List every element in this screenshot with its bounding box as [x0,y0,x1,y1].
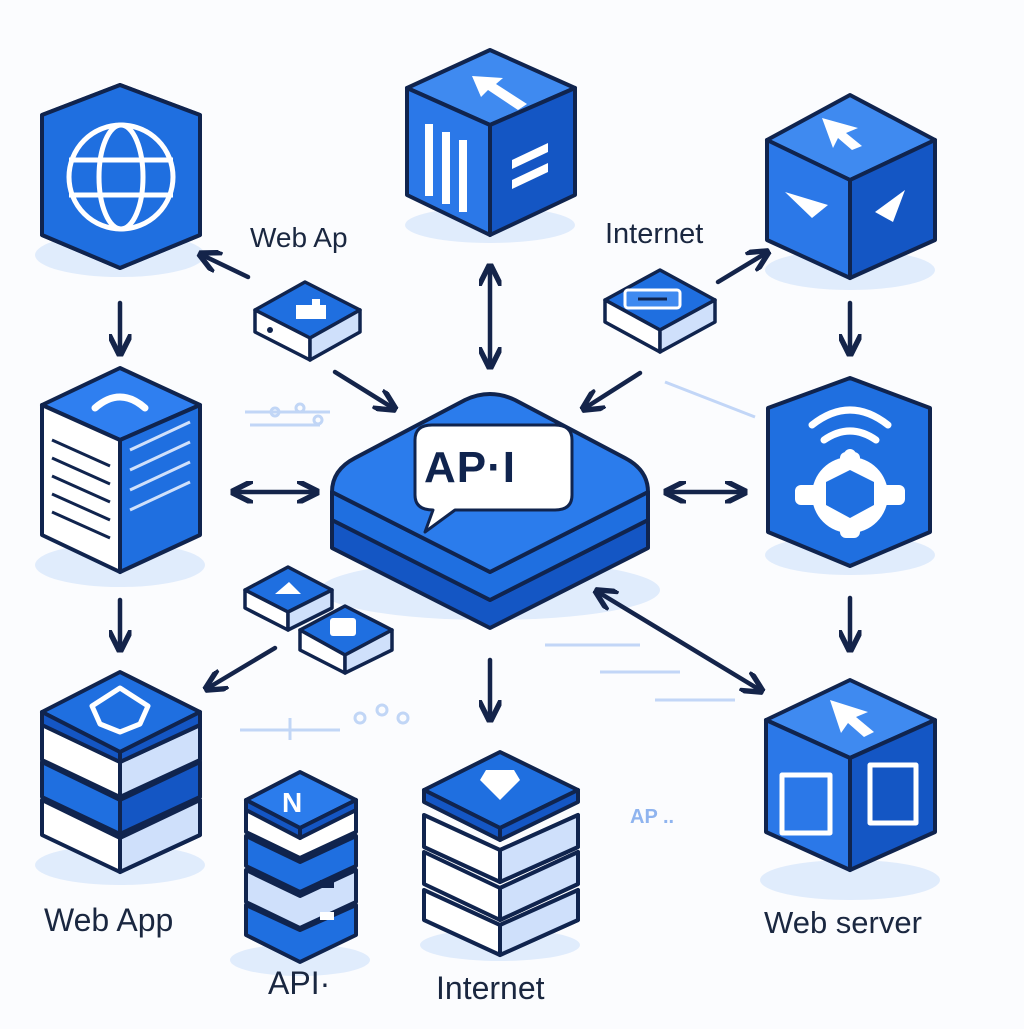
bottom-center-left-stack: N [244,770,358,964]
api-hub [330,392,650,630]
cursor-icon [822,118,862,150]
equals-icon [512,143,548,189]
globe-icon [66,122,176,232]
label-web-server: Web server [764,905,922,940]
internet-device [603,268,717,354]
arrow-internet-to-hub [585,370,643,408]
bottom-left-stack [40,670,202,874]
label-faint-ap: AP .. [630,806,675,828]
tag-icon [867,762,919,826]
n-logo-icon: N [282,787,302,818]
arrow-chips-to-bottom-left [208,645,278,688]
label-web-ap: Web Ap [250,222,348,253]
lock-icon [480,770,520,800]
arrow-hub-bottom-right [598,592,760,690]
shield-icon [89,685,151,735]
connector-arrows [120,253,850,718]
wifi-icon [808,406,892,444]
left-server [40,366,202,574]
arrow-up-left-icon [472,76,527,110]
stripes-icon [425,124,467,212]
label-internet-top: Internet [605,218,704,250]
chevron-icon [785,190,905,222]
refresh-icon [91,393,149,412]
small-chips [243,565,394,675]
gear-icon [795,452,905,538]
picture-frame-icon [779,772,833,836]
speech-bubble-icon [413,423,574,534]
arrow-webap-to-hub [332,369,393,408]
right-cube [766,376,932,568]
web-ap-device [253,280,362,362]
puzzle-icon [296,299,326,319]
label-internet-bottom: Internet [436,970,545,1006]
send-icon [275,582,301,594]
hub-label: AP·I [424,443,516,492]
cursor-icon [830,700,874,737]
server-lines [51,438,111,540]
arrow-internet-to-top-right [715,253,766,285]
arrow-webap-to-globe [202,255,251,280]
label-web-app: Web App [44,902,174,938]
bottom-right-cube [764,678,937,872]
top-center-cube [405,48,577,237]
label-api-bottom: API· [268,965,331,1001]
bottom-center-stack [422,750,580,957]
top-right-cube [765,93,937,280]
globe-cube [40,83,202,270]
